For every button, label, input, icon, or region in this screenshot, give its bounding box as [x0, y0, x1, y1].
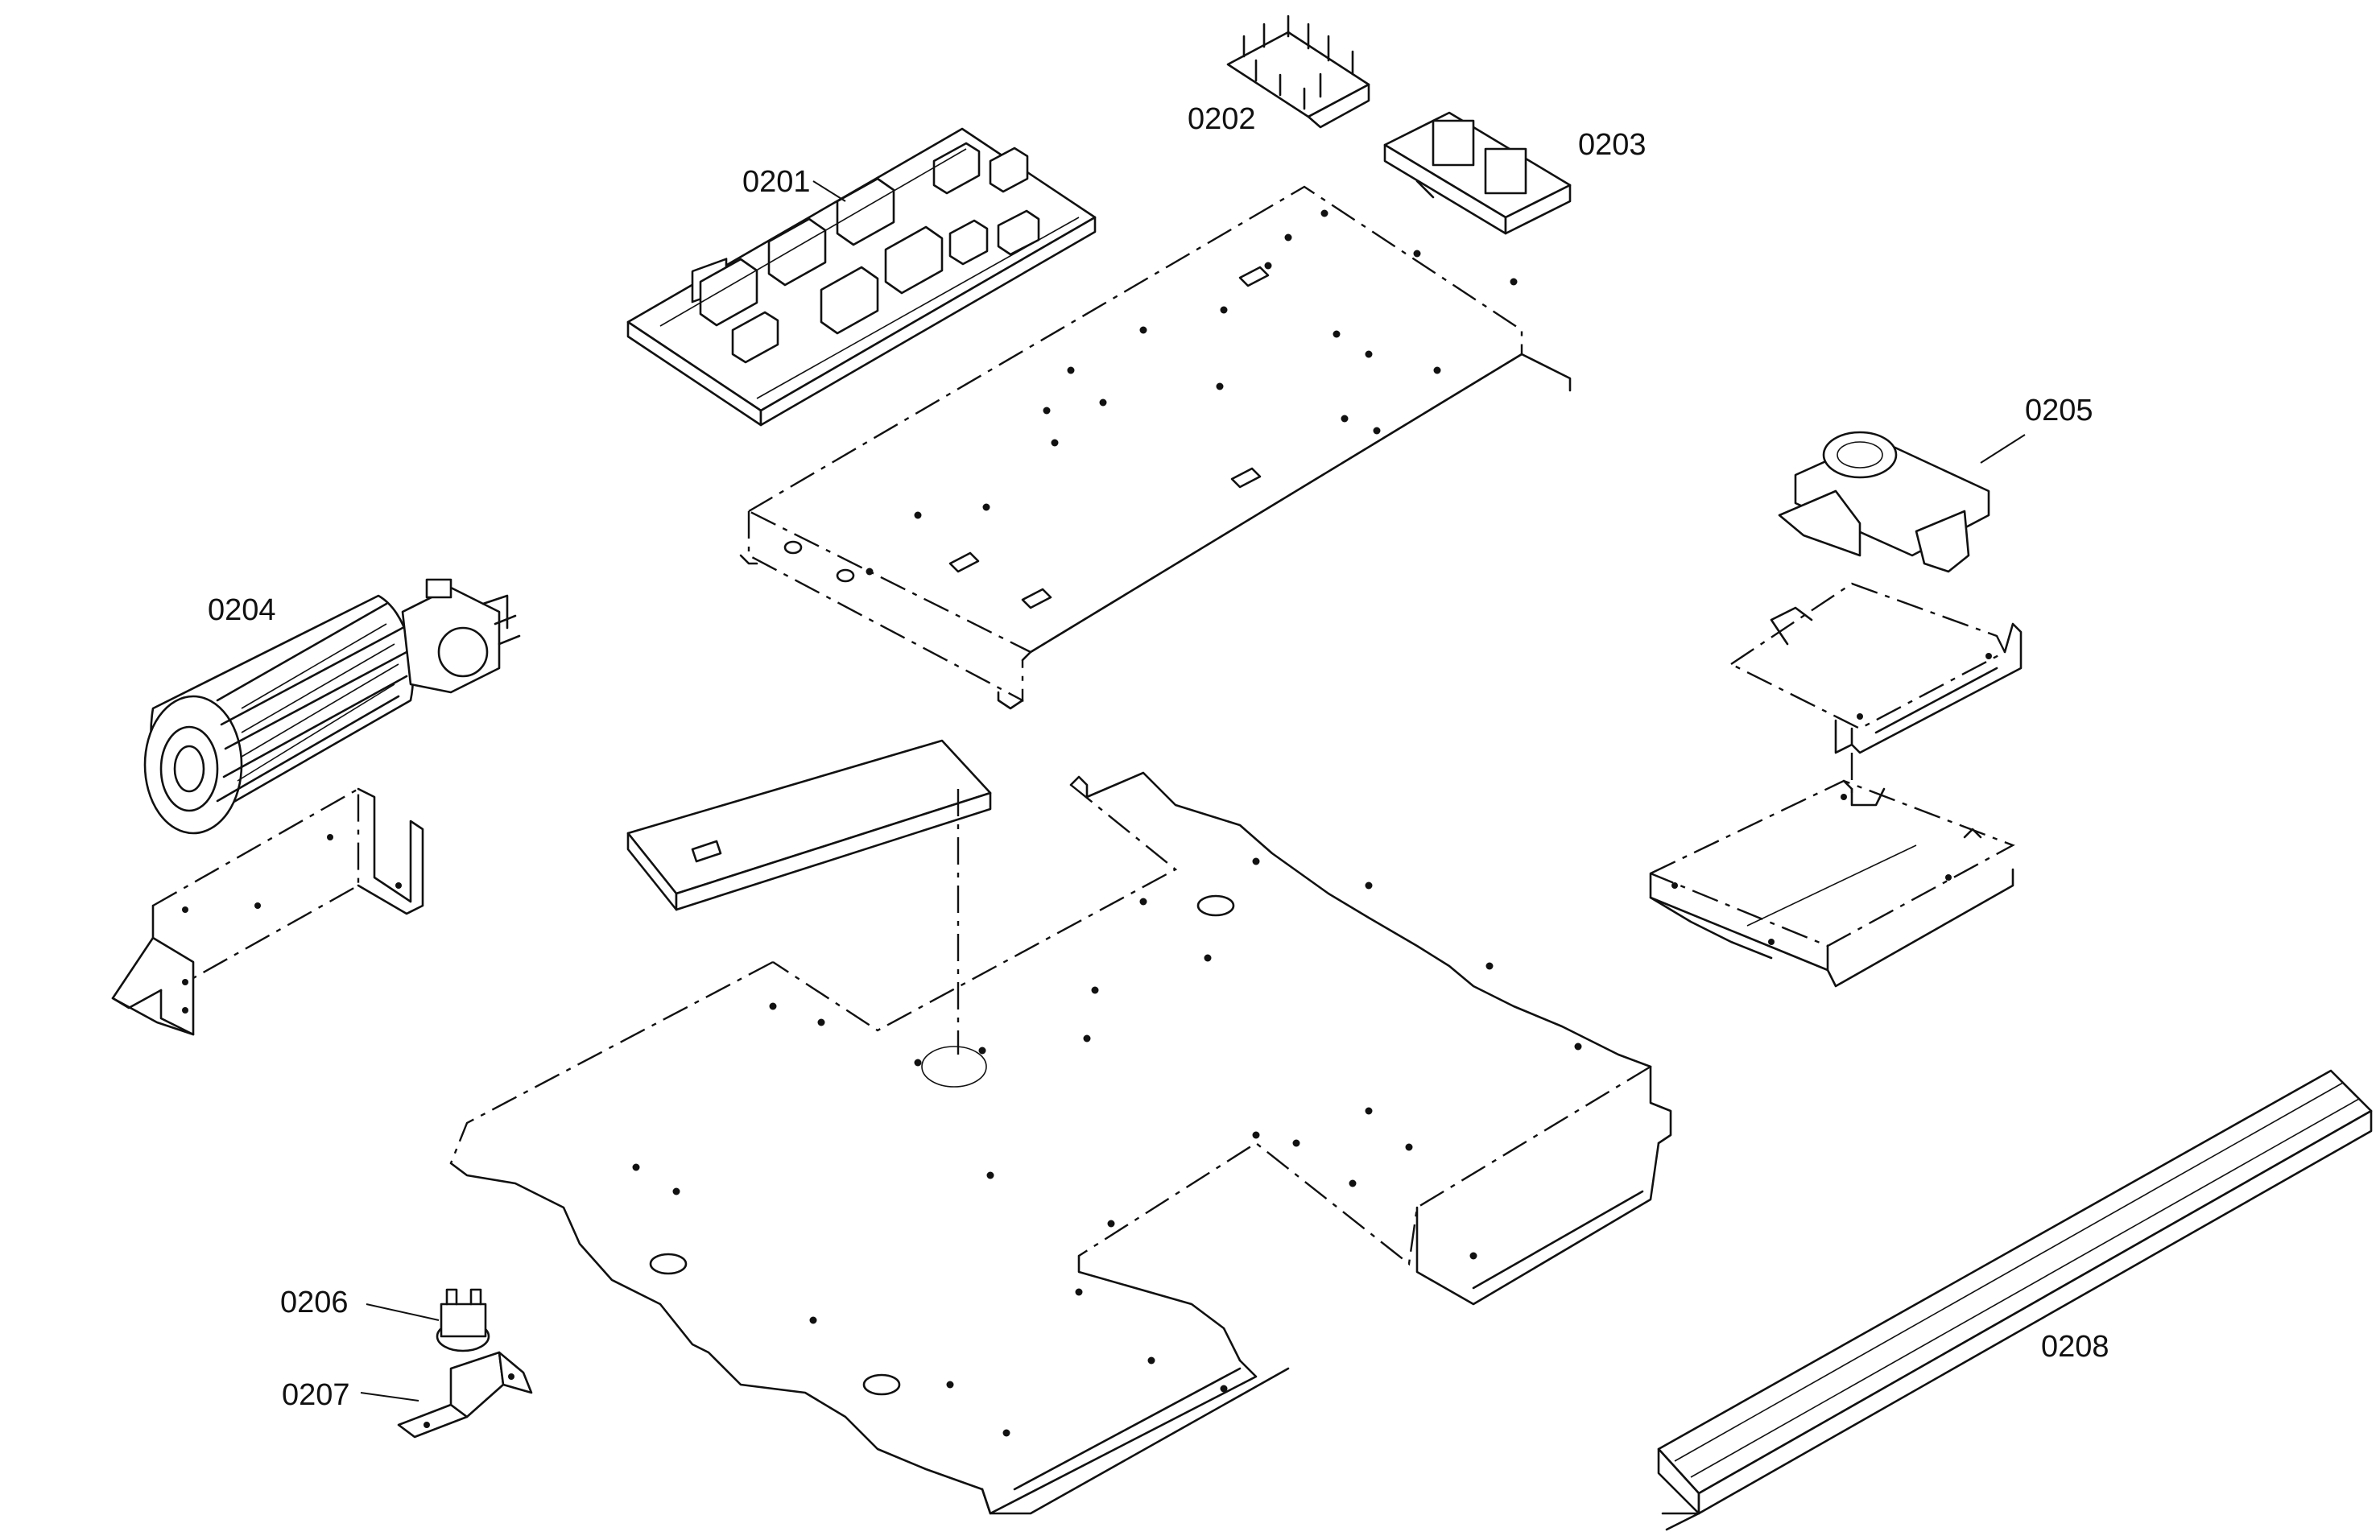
part-0203-relay-housing: [1383, 111, 1572, 235]
lower-mounting-tray: [1649, 779, 2015, 988]
part-0207-thermostat-bracket: [360, 1351, 533, 1439]
relay-blocks: [699, 142, 1040, 364]
label-0207: 0207: [282, 1378, 350, 1412]
label-0206: 0206: [280, 1286, 349, 1319]
label-0205: 0205: [2025, 394, 2093, 427]
part-0201-control-board: [626, 127, 1097, 427]
top-cover-plate: [739, 185, 1572, 710]
label-0201: 0201: [742, 165, 811, 199]
label-0208: 0208: [2041, 1330, 2109, 1364]
part-0204-blower-fan: [143, 578, 521, 835]
fan-mounting-bracket: [111, 787, 424, 1036]
part-0202-terminal-block: [1226, 14, 1370, 129]
part-0206-thermostat: [366, 1288, 490, 1352]
label-0204: 0204: [208, 593, 276, 627]
part-0205-latch-motor: [1778, 431, 2026, 573]
main-base-pan: [449, 771, 1672, 1515]
label-0203: 0203: [1578, 128, 1647, 162]
latch-mounting-plate: [1730, 582, 2023, 793]
air-duct-plate: [626, 739, 992, 1055]
label-0202: 0202: [1188, 102, 1256, 136]
part-0208-trim-strip: [1657, 1069, 2373, 1531]
